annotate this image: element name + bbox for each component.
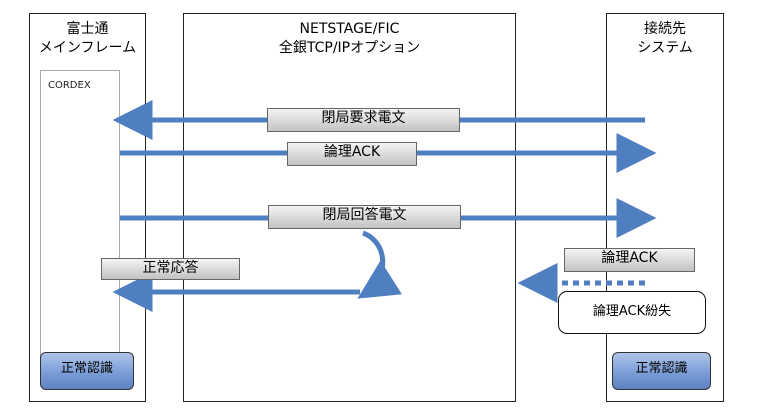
mainframe-title: 富士通 メインフレーム: [29, 20, 146, 58]
close-response-label: 閉局回答電文: [268, 205, 461, 229]
logical-ack-label-2: 論理ACK: [564, 248, 695, 272]
internal-curve-arrow: [357, 230, 402, 299]
logical-ack-lost-box: 論理ACK紛失: [558, 291, 706, 334]
close-request-label: 閉局要求電文: [267, 108, 460, 132]
cordex-box: [40, 70, 120, 370]
mainframe-title-line2: メインフレーム: [38, 40, 137, 56]
remote-system-title: 接続先 システム: [606, 20, 724, 58]
normal-response-label: 正常応答: [101, 258, 240, 280]
right-normal-recognition: 正常認識: [612, 352, 711, 390]
cordex-label: CORDEX: [48, 80, 91, 91]
netstage-title-line2: 全銀TCP/IPオプション: [278, 40, 421, 56]
left-normal-recognition: 正常認識: [40, 352, 134, 390]
netstage-title-line1: NETSTAGE/FIC: [299, 21, 400, 37]
logical-ack-label-1: 論理ACK: [287, 142, 417, 166]
remote-system-title-line1: 接続先: [644, 21, 686, 37]
netstage-title: NETSTAGE/FIC 全銀TCP/IPオプション: [183, 20, 516, 58]
mainframe-title-line1: 富士通: [66, 21, 109, 37]
remote-system-title-line2: システム: [637, 40, 693, 56]
